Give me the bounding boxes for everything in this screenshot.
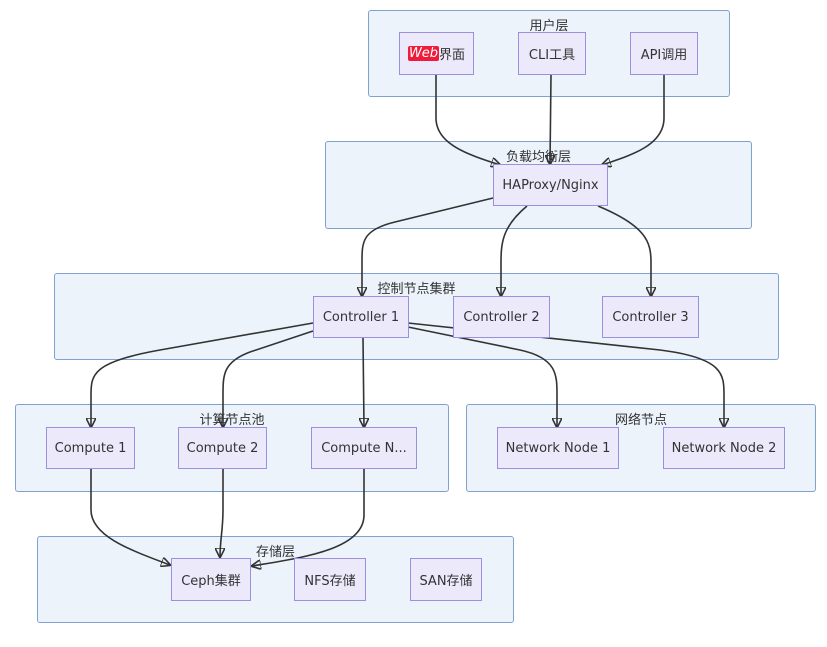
node-nfs-storage: NFS存储 bbox=[294, 558, 366, 601]
node-cli-tool: CLI工具 bbox=[518, 32, 586, 75]
node-compute-2: Compute 2 bbox=[178, 427, 267, 469]
compute-2-label: Compute 2 bbox=[186, 440, 259, 456]
controller-2-label: Controller 2 bbox=[463, 309, 540, 325]
node-compute-n: Compute N... bbox=[311, 427, 417, 469]
nfs-label: NFS存储 bbox=[304, 574, 356, 589]
web-ui-label: 界面 bbox=[439, 48, 466, 63]
compute-n-label: Compute N... bbox=[321, 440, 407, 456]
cli-tool-label: CLI工具 bbox=[528, 48, 576, 63]
network-2-label: Network Node 2 bbox=[671, 440, 777, 456]
group-title-network-nodes: 网络节点 bbox=[614, 413, 667, 428]
node-api-call: API调用 bbox=[630, 32, 698, 75]
group-title-load-balancer-layer: 负载均衡层 bbox=[505, 150, 571, 165]
ceph-label: Ceph集群 bbox=[181, 574, 241, 589]
api-call-label: API调用 bbox=[640, 48, 688, 63]
node-san-storage: SAN存储 bbox=[410, 558, 482, 601]
group-title-control-cluster: 控制节点集群 bbox=[377, 282, 456, 297]
node-compute-1: Compute 1 bbox=[46, 427, 135, 469]
group-title-compute-pool: 计算节点池 bbox=[199, 413, 265, 428]
group-title-user-layer: 用户层 bbox=[529, 19, 569, 34]
compute-1-label: Compute 1 bbox=[54, 440, 127, 456]
node-controller-3: Controller 3 bbox=[602, 296, 699, 338]
node-haproxy-nginx: HAProxy/Nginx bbox=[493, 164, 608, 206]
haproxy-label: HAProxy/Nginx bbox=[502, 177, 599, 193]
san-label: SAN存储 bbox=[419, 574, 473, 589]
web-highlight-label: Web bbox=[407, 46, 440, 61]
node-network-1: Network Node 1 bbox=[497, 427, 619, 469]
controller-3-label: Controller 3 bbox=[612, 309, 689, 325]
node-controller-1: Controller 1 bbox=[313, 296, 409, 338]
network-1-label: Network Node 1 bbox=[505, 440, 611, 456]
node-ceph-cluster: Ceph集群 bbox=[171, 558, 251, 601]
controller-1-label: Controller 1 bbox=[322, 309, 400, 325]
node-network-2: Network Node 2 bbox=[663, 427, 785, 469]
node-controller-2: Controller 2 bbox=[453, 296, 550, 338]
